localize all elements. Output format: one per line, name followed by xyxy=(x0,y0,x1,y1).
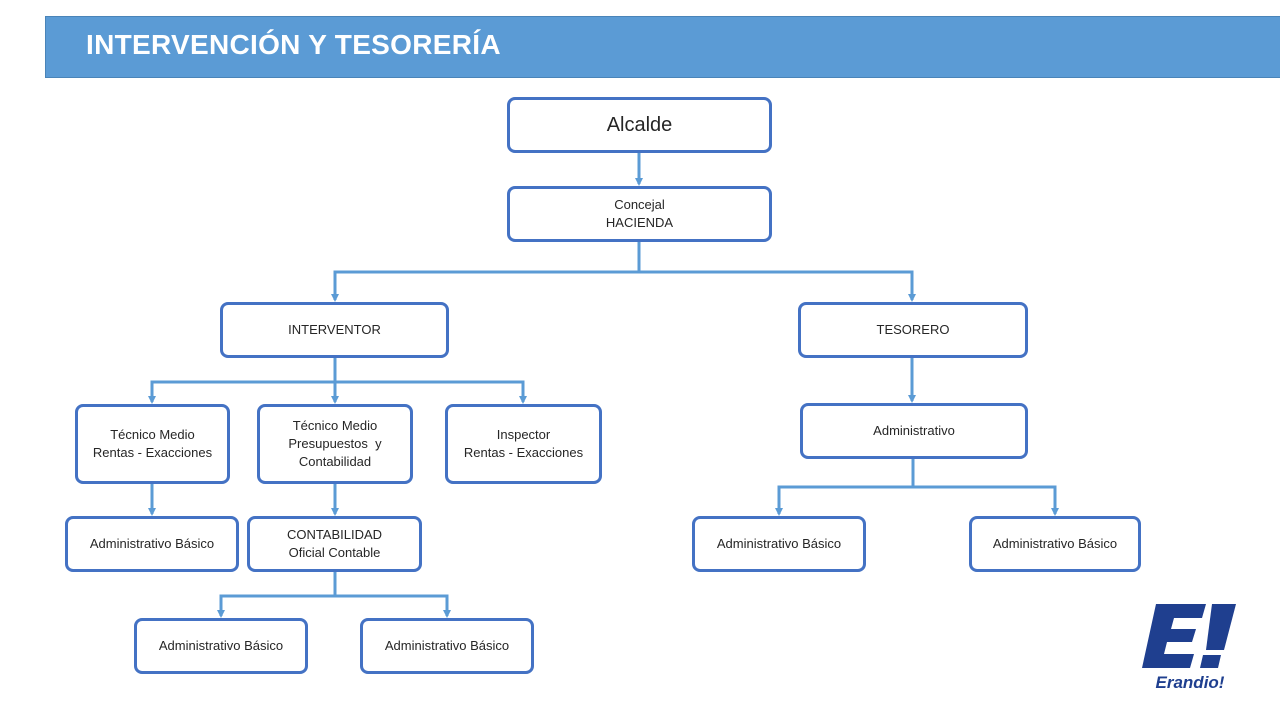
node-admin-basico-contabilidad-right: Administrativo Básico xyxy=(360,618,534,674)
node-alcalde: Alcalde xyxy=(507,97,772,153)
node-administrativo: Administrativo xyxy=(800,403,1028,459)
connector-administrativo-admin-right xyxy=(913,485,1059,516)
node-label: HACIENDA xyxy=(605,215,674,230)
node-label: Concejal xyxy=(614,197,665,212)
node-concejal-hacienda: Concejal HACIENDA xyxy=(507,186,772,242)
node-label: Técnico Medio xyxy=(292,418,378,433)
node-label: TESORERO xyxy=(876,322,950,337)
node-label: Contabilidad xyxy=(298,454,372,469)
node-label: Alcalde xyxy=(606,114,673,136)
node-label: Técnico Medio xyxy=(110,427,195,442)
node-label: Administrativo Básico xyxy=(716,536,842,551)
erandio-logo: Erandio! xyxy=(1142,604,1236,692)
node-tecnico-presupuestos: Técnico Medio Presupuestos y Contabilida… xyxy=(257,404,413,484)
node-label: Administrativo Básico xyxy=(89,536,215,551)
node-admin-basico-contabilidad-left: Administrativo Básico xyxy=(134,618,308,674)
connector-contabilidad-admin-left xyxy=(217,572,337,618)
node-admin-basico-tesoreria-left: Administrativo Básico xyxy=(692,516,866,572)
node-label: Inspector xyxy=(496,427,551,442)
node-label: Administrativo Básico xyxy=(158,638,284,653)
title-banner: INTERVENCIÓN Y TESORERÍA xyxy=(45,16,1280,78)
connector-interventor-inspector xyxy=(335,380,527,404)
node-label: CONTABILIDAD xyxy=(286,527,383,542)
node-label: Administrativo Básico xyxy=(992,536,1118,551)
node-label: Presupuestos y xyxy=(288,436,382,451)
node-label: Rentas - Exacciones xyxy=(92,445,213,460)
connector-contabilidad-admin-right xyxy=(335,594,451,618)
node-label: INTERVENTOR xyxy=(288,322,381,337)
connector-interventor-tecnico-rentas xyxy=(148,358,337,404)
node-admin-basico-tesoreria-right: Administrativo Básico xyxy=(969,516,1141,572)
node-label: Administrativo xyxy=(873,423,955,438)
node-interventor: INTERVENTOR xyxy=(220,302,449,358)
node-tecnico-rentas: Técnico Medio Rentas - Exacciones xyxy=(75,404,230,484)
node-label: Oficial Contable xyxy=(288,545,381,560)
connector-concejal-tesorero xyxy=(639,270,916,302)
node-inspector: Inspector Rentas - Exacciones xyxy=(445,404,602,484)
page-title: INTERVENCIÓN Y TESORERÍA xyxy=(86,29,501,60)
node-contabilidad: CONTABILIDAD Oficial Contable xyxy=(247,516,422,572)
node-tesorero: TESORERO xyxy=(798,302,1028,358)
logo-text: Erandio! xyxy=(1156,673,1225,692)
node-admin-basico-rentas: Administrativo Básico xyxy=(65,516,239,572)
connector-administrativo-admin-left xyxy=(775,459,915,516)
node-label: Rentas - Exacciones xyxy=(463,445,584,460)
connector-concejal-branch xyxy=(331,242,641,302)
node-label: Administrativo Básico xyxy=(384,638,510,653)
